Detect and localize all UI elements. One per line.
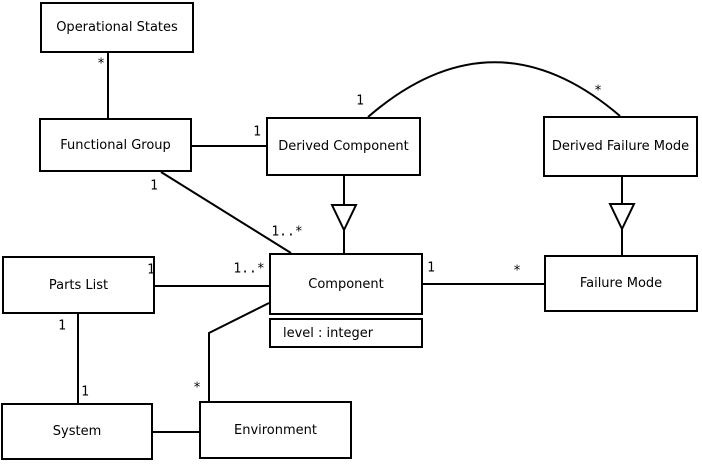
class-environment[interactable]: Environment: [199, 401, 352, 459]
class-component[interactable]: Component level : integer: [269, 253, 423, 348]
edge-derivedcomponent-derivedfailuremode-arc: [367, 61, 621, 118]
multiplicity-component-right-end: 1: [427, 260, 435, 276]
multiplicity-failuremode-end: *: [513, 263, 521, 279]
multiplicity-system-end: 1: [81, 384, 89, 400]
multiplicity-arc-derivedfailuremode-end: *: [594, 83, 602, 99]
class-label: System: [52, 424, 102, 439]
multiplicity-component-end-diagonal: 1..*: [271, 224, 303, 240]
class-label: Operational States: [56, 20, 178, 35]
multiplicity-opstates-end: *: [97, 56, 105, 72]
class-parts-list[interactable]: Parts List: [2, 256, 155, 314]
multiplicity-partslist-right-end: 1: [147, 262, 155, 278]
class-label: Derived Failure Mode: [551, 139, 690, 154]
multiplicity-derivedcomponent-end: 1: [253, 124, 261, 140]
class-system[interactable]: System: [1, 403, 153, 460]
class-label: Functional Group: [60, 137, 171, 153]
edge-functionalgroup-component: [160, 171, 292, 254]
class-derived-component[interactable]: Derived Component: [266, 117, 421, 176]
multiplicity-partslist-bottom-end: 1: [58, 318, 66, 334]
class-attribute: level : integer: [283, 325, 374, 341]
class-failure-mode[interactable]: Failure Mode: [544, 255, 698, 312]
class-component-attribute-compartment: level : integer: [269, 318, 423, 348]
class-label: Environment: [233, 422, 317, 438]
class-operational-states[interactable]: Operational States: [40, 2, 194, 53]
generalization-triangle-icon: [608, 203, 636, 232]
multiplicity-environment-end: *: [193, 380, 201, 396]
multiplicity-component-left-end: 1..*: [233, 261, 265, 277]
class-label: Failure Mode: [579, 276, 663, 291]
class-label: Component: [308, 276, 384, 292]
class-label: Parts List: [48, 277, 109, 293]
multiplicity-functionalgroup-end: 1: [150, 178, 158, 194]
edge-environment-component: [208, 302, 270, 401]
class-functional-group[interactable]: Functional Group: [39, 118, 192, 172]
class-derived-failure-mode[interactable]: Derived Failure Mode: [543, 116, 698, 177]
generalization-triangle-icon: [330, 204, 358, 233]
class-component-name-compartment: Component: [269, 253, 423, 315]
class-label: Derived Component: [278, 139, 409, 154]
multiplicity-arc-derivedcomponent-end: 1: [356, 93, 364, 109]
